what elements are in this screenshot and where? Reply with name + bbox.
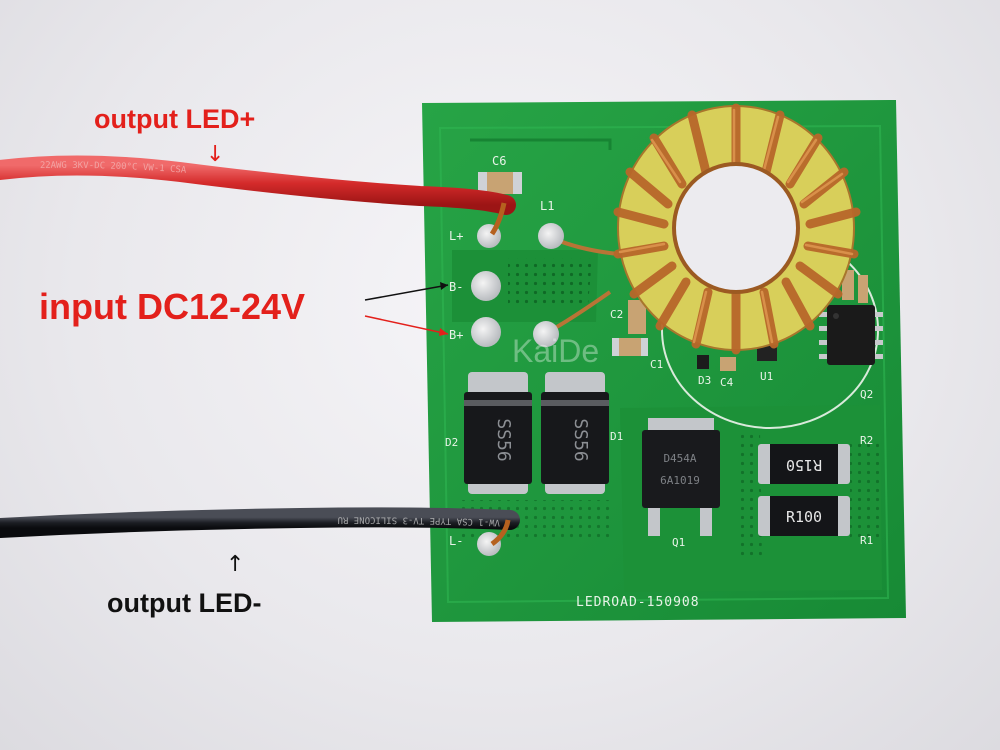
resistor-r1-marking: R100 (786, 508, 822, 526)
silk-u1: U1 (760, 370, 773, 383)
black-wire-print: VW-1 CSA TYPE TV-3 SILICONE RU (338, 514, 501, 527)
diode-d2-marking: SS56 (493, 418, 514, 461)
red-wire: 22AWG 3KV-DC 200°C VW-1 CSA (0, 155, 516, 236)
svg-text:VW-1 CSA TYPE TV-3 SILICONE RU: VW-1 CSA TYPE TV-3 SILICONE RU (338, 514, 501, 527)
arrow-up-icon: ↑ (226, 552, 245, 577)
label-output-led-minus: output LED- (107, 588, 262, 618)
resistor-r2-marking: R150 (786, 456, 822, 474)
silk-c4: C4 (720, 376, 734, 389)
silk-c6: C6 (492, 154, 506, 168)
diode-d1-marking: SS56 (570, 418, 591, 461)
silk-b-plus: B+ (449, 328, 463, 342)
diode-d2: SS56 (464, 372, 532, 494)
arrow-to-b-minus (364, 284, 449, 301)
pad-b-minus (471, 271, 501, 301)
silkscreen-labels: C6 L1 L+ B- B+ C2 C1 D3 C4 U1 Q2 D2 D1 Q… (445, 154, 873, 610)
capacitor-c2 (628, 300, 646, 334)
pad-l-minus (477, 532, 501, 556)
silk-q2: Q2 (860, 388, 873, 401)
pad-b-plus (471, 317, 501, 347)
diode-d1: SS56 (541, 372, 609, 494)
silk-q1: Q1 (672, 536, 685, 549)
silk-r2: R2 (860, 434, 873, 447)
arrow-to-b-plus (364, 315, 449, 335)
capacitor-c6 (478, 172, 522, 194)
board-model-label: LEDROAD-150908 (576, 595, 700, 610)
inductor-l1 (533, 103, 861, 355)
capacitor-c1 (612, 338, 648, 356)
label-input-dc: input DC12-24V (39, 286, 306, 327)
black-wire: VW-1 CSA TYPE TV-3 SILICONE RU (0, 507, 520, 547)
ic-q2 (819, 305, 883, 365)
resistor-r2: R150 (758, 444, 850, 484)
mosfet-marking-2: 6A1019 (660, 474, 700, 487)
silk-d1: D1 (610, 430, 623, 443)
silk-l1: L1 (540, 199, 554, 213)
silk-b-minus: B- (449, 280, 463, 294)
arrow-down-icon: ↓ (206, 142, 225, 167)
silk-r1: R1 (860, 534, 873, 547)
silk-l-minus: L- (449, 534, 463, 548)
label-output-led-plus: output LED+ (94, 104, 256, 134)
mosfet-marking-1: D454A (663, 452, 696, 465)
silk-d3: D3 (698, 374, 711, 387)
silk-l-plus: L+ (449, 229, 463, 243)
silk-c1: C1 (650, 358, 663, 371)
resistor-r1: R100 (758, 496, 850, 536)
mosfet-q1: D454A 6A1019 (642, 418, 720, 536)
annotation-arrows (364, 282, 449, 336)
small-parts (697, 270, 868, 371)
watermark: KaiDe (512, 333, 599, 369)
silk-c2: C2 (610, 308, 623, 321)
silk-d2: D2 (445, 436, 458, 449)
